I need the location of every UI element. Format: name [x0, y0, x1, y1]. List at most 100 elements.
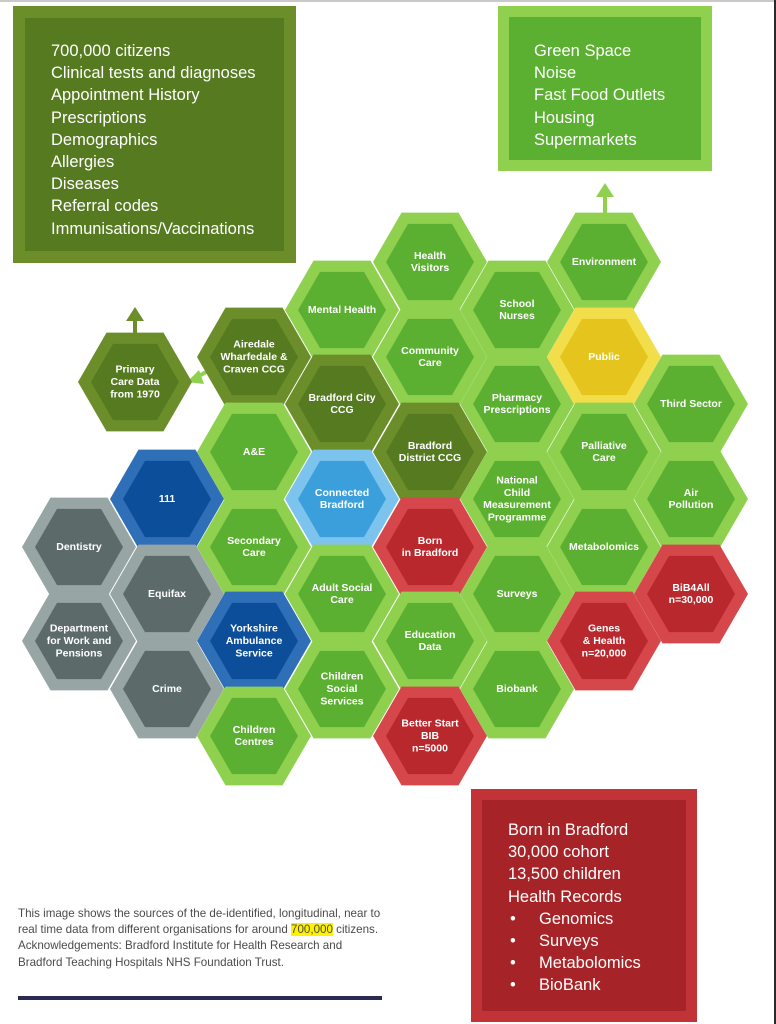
ehr-data-item: Allergies: [51, 153, 115, 172]
hex-fill: [210, 508, 298, 586]
hex-label: CCG: [330, 404, 353, 416]
airedale-to-primary-head: [187, 370, 204, 384]
hex-fill: [298, 365, 386, 443]
hex-fill: [647, 555, 735, 633]
hex-fill: [123, 555, 211, 633]
hex-fill: [123, 460, 211, 538]
environment-data-list: Green Space Noise Fast Food Outlets Hous…: [534, 40, 665, 151]
born-in-bradford-box: Born in Bradford 30,000 cohort 13,500 ch…: [471, 789, 697, 1022]
hex-fill: [386, 413, 474, 491]
hex-fill: [298, 555, 386, 633]
hex-label: n=30,000: [669, 594, 714, 606]
ehr-data-list: 700,000 citizens Clinical tests and diag…: [51, 40, 256, 240]
hex-fill: [473, 555, 561, 633]
ehr-data-item: Prescriptions: [51, 108, 147, 127]
hex-fill: [91, 343, 179, 421]
hex-label: Care Data: [110, 376, 159, 388]
hex-fill: [560, 508, 648, 586]
ehr-data-box-panel: [25, 18, 284, 251]
hex-label: Born: [418, 535, 443, 547]
hex-fill: [647, 365, 735, 443]
hex-crime: Crime: [110, 639, 224, 739]
hex-label: National: [496, 474, 538, 486]
ehr-data-item: Immunisations/Vaccinations: [51, 219, 255, 238]
hex-label: Centres: [234, 736, 273, 748]
environment-data-item: Housing: [534, 108, 595, 127]
hex-label: Pollution: [669, 499, 714, 511]
hex-third-sector: Third Sector: [634, 354, 748, 454]
ehr-data-item: Appointment History: [51, 86, 200, 105]
environment-data-item: Noise: [534, 64, 577, 83]
hex-label: Primary: [115, 364, 154, 376]
bib-line: Born in Bradford: [508, 821, 629, 839]
hex-fill: [123, 650, 211, 728]
hex-label: in Bradford: [402, 547, 459, 559]
hex-label: BiB4All: [672, 582, 709, 594]
figure-caption: This image shows the sources of the de-i…: [18, 906, 388, 971]
hex-label: Bradford City: [308, 392, 375, 404]
environment-data-item: Green Space: [534, 42, 632, 60]
hex-label: Care: [592, 452, 616, 464]
hex-label: District CCG: [399, 452, 461, 464]
bib-line: 13,500 children: [508, 865, 621, 884]
hex-fill: [386, 223, 474, 301]
hex-fill: [473, 460, 561, 538]
environment-data-item: Fast Food Outlets: [534, 86, 666, 105]
environment-arrow-head: [596, 183, 614, 197]
hex-biobank: Biobank: [460, 639, 574, 739]
hex-metabolomics: Metabolomics: [547, 497, 661, 597]
hex-label: Nurses: [499, 310, 535, 322]
hex-label: Ambulance: [226, 635, 283, 647]
hex-fill: [298, 650, 386, 728]
hex-label: for Work and: [47, 635, 112, 647]
primary-care-arrow-head: [126, 307, 144, 321]
hex-label: Crime: [152, 683, 182, 695]
hex-label: BIB: [421, 730, 440, 742]
born-in-bradford-list: Born in Bradford 30,000 cohort 13,500 ch…: [508, 819, 641, 997]
hex-public: Public: [547, 307, 661, 407]
hex-label: Visitors: [411, 262, 449, 274]
hex-fill: [210, 318, 298, 396]
hex-label: 111: [159, 493, 176, 505]
hex-fill: [473, 365, 561, 443]
hex-label: Wharfedale &: [220, 351, 288, 363]
bib-bullet-item: Surveys: [508, 930, 641, 952]
hex-label: School: [499, 298, 534, 310]
hex-fill: [210, 413, 298, 491]
ehr-data-item: 700,000 citizens: [51, 42, 171, 60]
hex-label: Children: [321, 671, 364, 683]
bib-bullet-item: Genomics: [508, 908, 641, 930]
hex-label: Genes: [588, 623, 620, 635]
hex-label: Secondary: [227, 535, 281, 547]
connectors: [126, 183, 614, 384]
hex-label: n=5000: [412, 742, 448, 754]
caption-underline: [18, 996, 382, 1000]
ehr-data-item: Diseases: [51, 175, 119, 194]
hex-fill: [386, 602, 474, 680]
hex-label: Programme: [488, 512, 547, 524]
caption-text-end: citizens. Acknowledgements: Bradford Ins…: [18, 923, 379, 969]
caption-text-start: This image shows the sources of the de-i…: [18, 907, 381, 937]
ehr-data-item: Clinical tests and diagnoses: [51, 64, 256, 83]
environment-data-box-panel: [509, 17, 701, 160]
hex-label: Surveys: [497, 588, 538, 600]
hex-fill: [560, 413, 648, 491]
hex-label: Social: [327, 683, 358, 695]
hex-label: A&E: [243, 446, 265, 458]
hex-fill: [298, 460, 386, 538]
